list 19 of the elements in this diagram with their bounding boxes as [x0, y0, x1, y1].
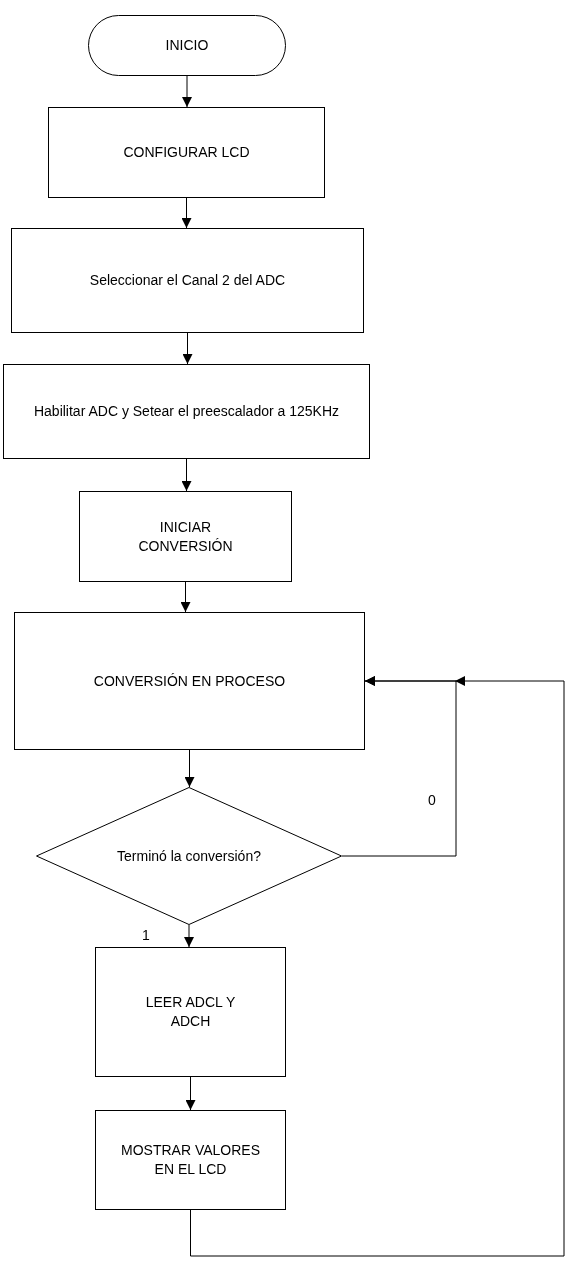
edge-label: 1	[142, 927, 150, 943]
process-box	[14, 612, 365, 750]
process-box	[3, 364, 370, 459]
process-box	[11, 228, 364, 333]
node-label: INICIO	[165, 36, 209, 55]
node-label: Terminó la conversión?	[117, 846, 261, 866]
process-box	[48, 107, 325, 198]
process-box	[95, 1110, 286, 1210]
node-label: CONFIGURAR LCD	[123, 143, 250, 162]
node-label: INICIAR CONVERSIÓN	[137, 517, 234, 556]
node-label: Seleccionar el Canal 2 del ADC	[89, 271, 286, 290]
process-box	[95, 947, 286, 1077]
node-label: CONVERSIÓN EN PROCESO	[93, 671, 286, 691]
process-box	[79, 491, 292, 582]
node-label: Habilitar ADC y Setear el preescalador a 125KHz	[33, 402, 339, 421]
node-label: LEER ADCL Y ADCH	[144, 993, 237, 1031]
decision-diamond	[36, 787, 342, 925]
node-label: MOSTRAR VALORES EN EL LCD	[120, 1141, 261, 1179]
edge-label: 0	[428, 792, 436, 808]
